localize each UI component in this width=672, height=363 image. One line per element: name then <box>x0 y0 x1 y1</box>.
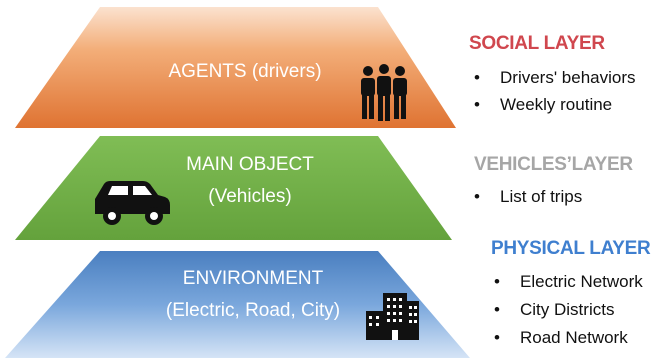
vehicles-layer-title: VEHICLES’LAYER <box>474 154 633 175</box>
list-item: Drivers' behaviors <box>474 64 636 91</box>
vehicles-layer-list: List of trips <box>474 185 582 209</box>
list-item: Weekly routine <box>474 91 636 118</box>
tier-environment-line-1: ENVIRONMENT <box>182 268 324 289</box>
tier-agents-label: AGENTS (drivers) <box>135 56 355 88</box>
physical-layer-list: Electric Network City Districts Road Net… <box>494 268 643 352</box>
tier-main-object-line-2: (Vehicles) <box>208 186 292 207</box>
people-icon <box>361 64 407 121</box>
car-icon <box>95 181 170 225</box>
tier-environment-label: ENVIRONMENT (Electric, Road, City) <box>148 263 358 327</box>
list-item: Electric Network <box>494 268 643 296</box>
tier-main-object-label: MAIN OBJECT (Vehicles) <box>150 149 350 213</box>
tier-agents-shape <box>15 7 456 128</box>
tier-environment-line-2: (Electric, Road, City) <box>165 300 341 321</box>
list-item: City Districts <box>494 296 643 324</box>
tier-agents-line-1: AGENTS (drivers) <box>168 61 322 82</box>
buildings-icon <box>366 293 419 340</box>
list-item: Road Network <box>494 324 643 352</box>
social-layer-list: Drivers' behaviors Weekly routine <box>474 64 636 118</box>
physical-layer-title: PHYSICAL LAYER <box>491 238 651 259</box>
tier-main-object-line-1: MAIN OBJECT <box>186 154 314 175</box>
social-layer-title: SOCIAL LAYER <box>469 33 605 54</box>
list-item: List of trips <box>474 185 582 209</box>
tier-environment-shape <box>5 251 470 358</box>
